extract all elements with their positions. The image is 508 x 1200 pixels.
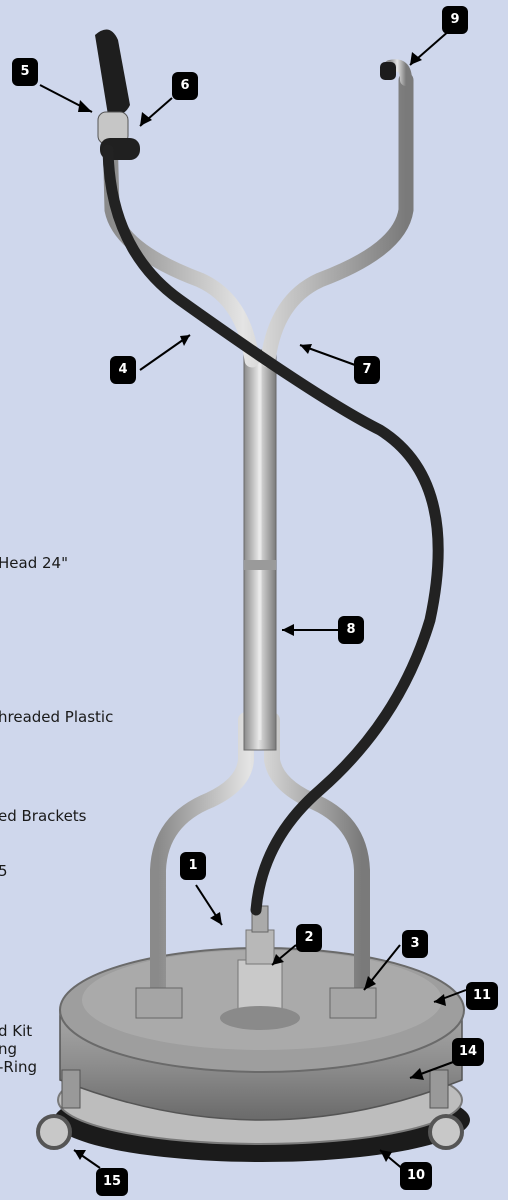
callout-badge-2: 2 xyxy=(296,924,322,952)
callout-badge-9: 9 xyxy=(442,6,468,34)
callout-badge-6: 6 xyxy=(172,72,198,100)
legend-fragment: Head 24" xyxy=(0,555,68,571)
legend-fragment: 5 xyxy=(0,863,8,879)
legend-fragment: ng xyxy=(0,1041,17,1057)
callout-badge-1: 1 xyxy=(180,852,206,880)
callout-badge-3: 3 xyxy=(402,930,428,958)
upper-frame xyxy=(110,80,406,360)
legend-fragment: -Ring xyxy=(0,1059,37,1075)
callout-badge-11: 11 xyxy=(466,982,498,1010)
callout-badge-15: 15 xyxy=(96,1168,128,1196)
legend-fragment: ed Brackets xyxy=(0,808,87,824)
callout-badge-14: 14 xyxy=(452,1038,484,1066)
callout-badge-10: 10 xyxy=(400,1162,432,1190)
legend-fragment: hreaded Plastic xyxy=(0,709,113,725)
callout-badge-5: 5 xyxy=(12,58,38,86)
callout-badge-4: 4 xyxy=(110,356,136,384)
callout-badge-7: 7 xyxy=(354,356,380,384)
trigger-grip xyxy=(95,30,130,116)
legend-fragment: d Kit xyxy=(0,1023,32,1039)
callout-badge-8: 8 xyxy=(338,616,364,644)
